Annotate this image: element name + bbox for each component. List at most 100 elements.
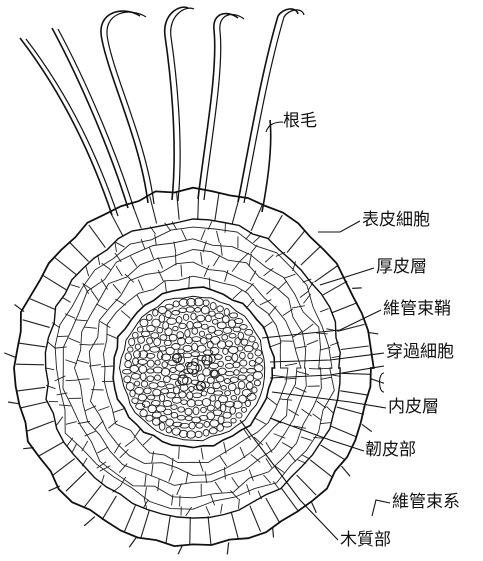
epidermis-inner-boundary [45,219,340,518]
stele-cell [138,337,145,344]
epidermal-cell-wall [281,488,298,511]
epidermal-cell-wall [266,498,280,522]
stele-cell [125,361,132,368]
cortex-cell-wall [91,290,98,300]
cortex-cell-wall [96,304,106,310]
epidermal-projection [342,466,350,476]
cortex-cell-wall [303,294,310,303]
root-hair-wall [58,29,134,209]
cortex-cell-wall [232,262,239,272]
cortex-cell-wall [82,441,88,451]
cortex-cell-wall [249,254,251,266]
stele-cell [225,371,234,375]
cortex-cell-wall [201,230,205,241]
stele-cell [212,319,218,324]
stele-cell [147,338,153,344]
stele-cell [189,422,195,429]
stele-cell [233,362,240,368]
stele-cell [181,400,188,405]
cortex-cell-wall [303,324,313,332]
stele-cell [253,342,259,349]
stele-cell [176,364,185,371]
stele-cell [254,380,260,386]
stele-cell [202,324,209,329]
stele-cell [135,381,140,386]
epidermal-cell-wall [190,517,191,545]
cortex-cell-wall [232,477,239,487]
epidermal-projection [4,353,15,357]
cortex-cell-wall [309,369,321,370]
stele-cell [211,336,220,344]
cortex-cell-wall [113,409,125,413]
stele-cell [163,401,171,407]
cortex-cell-wall [181,229,186,240]
stele-cell [240,360,247,366]
epidermal-projection [273,527,274,537]
stele-cell [196,423,203,428]
epidermal-cell-wall [310,460,332,477]
stele-cell [247,375,254,382]
epidermal-cell-wall [341,346,369,349]
cortex-cell-wall [321,377,332,379]
root-hair [198,14,238,199]
cortex-cell-wall [121,311,130,319]
cortex-cell-wall [201,448,203,460]
root-hair-wall [244,10,304,203]
cortex-cell-wall [265,255,273,263]
stele-cell [249,360,255,366]
stele-cell [241,407,246,412]
cortex-cell-wall [301,437,312,440]
stele-cell [185,416,192,421]
cortex-cell-wall [269,306,277,316]
cortex-cell-wall [115,299,125,305]
stele-cell [225,391,231,396]
stele-cell [204,422,210,428]
cortex-cell-wall [145,487,147,498]
cortex-cell-wall [186,472,188,484]
stele-cell [231,396,237,401]
cortex-cell-wall [134,428,141,438]
stele-cell [147,376,154,382]
stele-cell [198,374,205,382]
cortex-cell-wall [247,484,250,495]
stele-cell [147,369,154,373]
stele-cell [128,347,134,352]
epidermal-cell-wall [342,373,370,374]
cortex-cell-wall [101,366,113,367]
cortex-cell-wall [289,453,296,462]
cortex-cell-wall [174,241,176,253]
stele-cell [234,370,240,376]
stele-cell [155,360,160,365]
cortex-cell-wall [221,243,223,256]
stele-cell [178,407,185,412]
epidermal-cell-wall [330,426,356,437]
stele-cell [134,351,141,358]
cortex-cell-wall [98,406,109,410]
stele-cell [144,388,151,394]
stele-cell [138,394,147,401]
epidermal-cell-wall [110,212,123,237]
epidermal-cell-wall [340,391,368,395]
stele-cell [140,373,146,381]
stele-cell [155,375,161,380]
stele-cell [173,326,178,331]
cortex-cell-wall [138,280,143,291]
stele-cell [158,382,166,388]
cortex-cell-wall [267,398,277,406]
stele-cell [224,309,229,316]
stele-cell [162,362,168,368]
label-leader-line [318,221,360,232]
cortex-cell-wall [65,314,75,318]
cortex-cell-wall [327,406,334,413]
stele-cell [225,364,233,369]
stele-cell [225,341,232,347]
cortex-cell-wall [107,334,118,339]
stele-cell [135,387,144,394]
cortex-cell-wall [57,417,63,426]
cortex-cell-wall [86,266,89,276]
stele-cell [229,346,239,353]
epidermal-cell-wall [84,485,101,507]
stele-cell [197,315,205,322]
stele-cell [125,353,131,361]
